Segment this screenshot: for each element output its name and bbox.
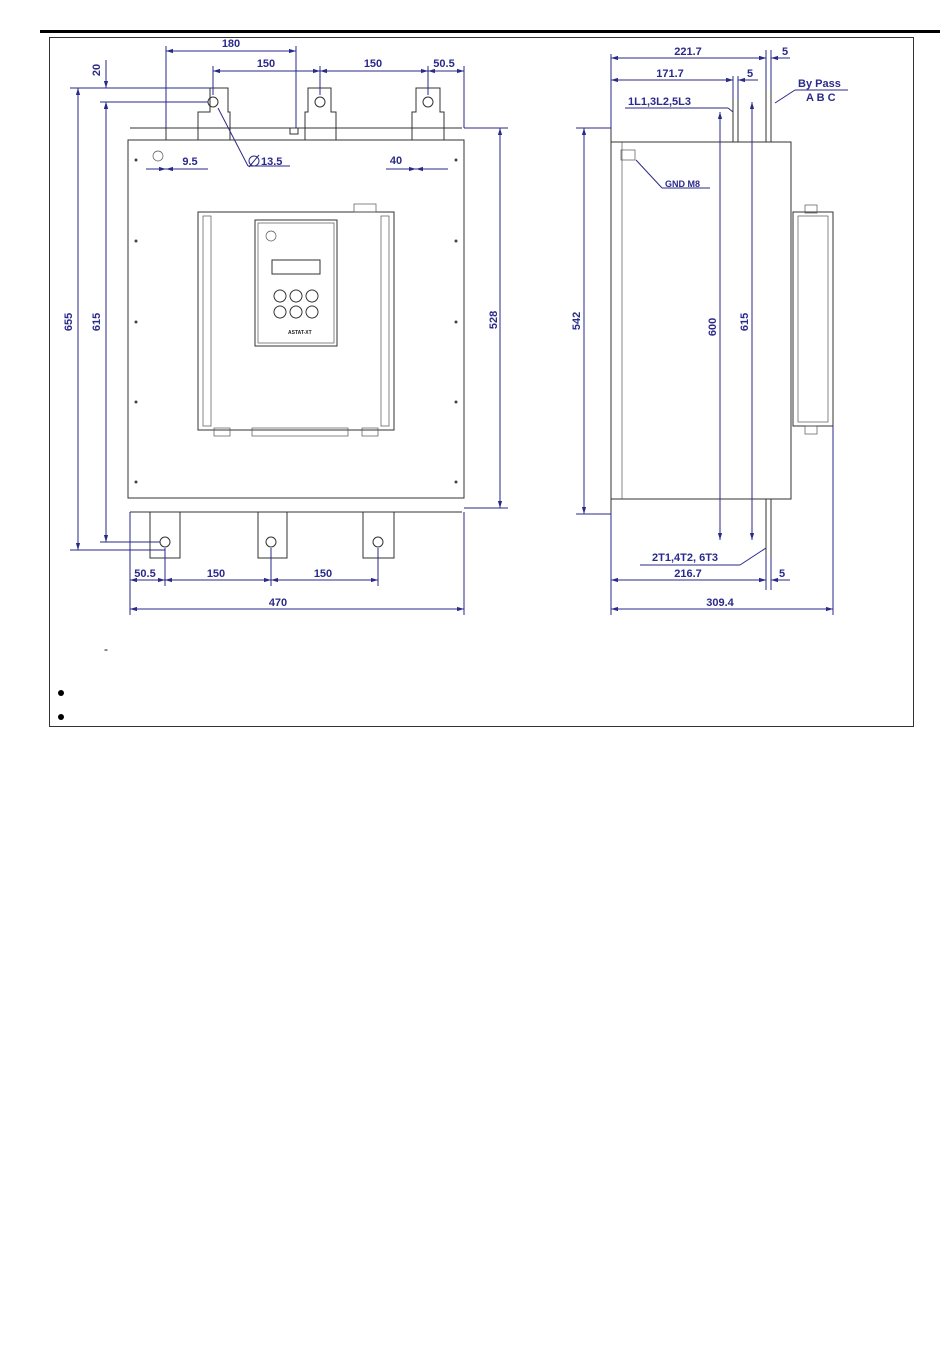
dim-309-4: 309.4 — [706, 597, 734, 609]
dim-50-5-top: 50.5 — [433, 58, 454, 70]
side-view: 221.7 5 171.7 5 By Pass A B C 1L1,3L2,5L… — [571, 46, 848, 615]
dim-20: 20 — [91, 64, 103, 76]
note-dash: - — [104, 642, 108, 656]
dim-615-side: 615 — [739, 313, 751, 331]
load-terminals-label: 2T1,4T2, 6T3 — [652, 552, 718, 564]
dim-5-bottom: 5 — [779, 568, 785, 580]
dim-5-top-a: 5 — [782, 46, 788, 58]
dim-150-top-right: 150 — [364, 58, 382, 70]
front-mount-screws — [135, 159, 458, 484]
front-enclosure — [128, 140, 464, 498]
dim-150-bottom-left: 150 — [207, 568, 225, 580]
dim-221-7: 221.7 — [674, 46, 702, 58]
keypad-buttons — [274, 290, 318, 318]
ground-label: GND M8 — [665, 179, 700, 189]
dim-50-5-bottom: 50.5 — [134, 568, 155, 580]
dim-171-7: 171.7 — [656, 68, 684, 80]
dim-216-7: 216.7 — [674, 568, 702, 580]
keypad-display — [272, 260, 320, 274]
bypass-phases-label: A B C — [806, 92, 836, 104]
control-module — [198, 212, 394, 430]
note-bullet-2 — [58, 714, 64, 720]
ground-screw-icon — [153, 151, 163, 161]
dim-40: 40 — [390, 155, 402, 167]
bottom-busbars — [130, 498, 462, 558]
note-bullet-1 — [58, 690, 64, 696]
dim-470: 470 — [269, 597, 287, 609]
dim-542: 542 — [571, 312, 583, 330]
front-view: ASTAT-XT — [63, 38, 508, 615]
panel-label: ASTAT-XT — [288, 330, 312, 336]
dim-150-top-left: 150 — [257, 58, 275, 70]
dim-655: 655 — [63, 313, 75, 331]
line-terminals-label: 1L1,3L2,5L3 — [628, 96, 691, 108]
dim-180: 180 — [222, 38, 240, 50]
dimension-drawing: ASTAT-XT — [0, 0, 950, 740]
dim-150-bottom-right: 150 — [314, 568, 332, 580]
logo-icon — [266, 231, 276, 241]
dim-600: 600 — [707, 318, 719, 336]
hole-diameter-label: 13.5 — [249, 155, 282, 168]
dim-5-top-b: 5 — [747, 68, 753, 80]
dim-615-front: 615 — [91, 313, 103, 331]
dim-528: 528 — [488, 311, 500, 329]
bypass-label: By Pass — [798, 78, 841, 90]
dim-hole-dia: 13.5 — [261, 156, 282, 168]
side-enclosure — [611, 142, 791, 499]
dim-9-5: 9.5 — [182, 156, 197, 168]
side-heatsink — [793, 212, 833, 426]
